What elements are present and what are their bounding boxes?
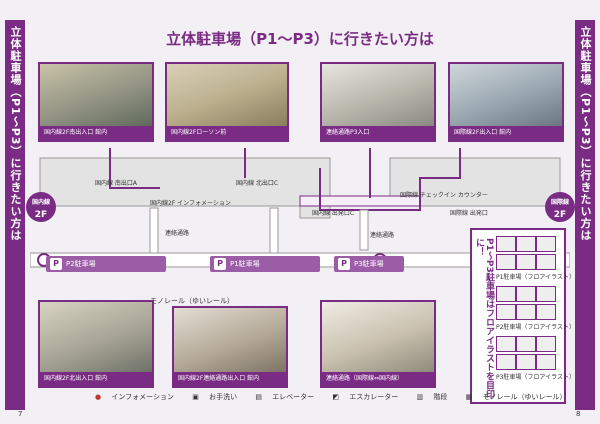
floor-badge-intl: 国際線 2F — [545, 192, 575, 222]
illustration-tile — [516, 254, 536, 270]
photo-caption: 国内線2F南出入口 館内 — [40, 126, 152, 140]
illustration-tile — [536, 254, 556, 270]
legend-info-label: インフォメーション — [111, 393, 174, 401]
illustration-tile — [496, 336, 516, 352]
photo-caption: 国内線2F北出入口 館内 — [40, 372, 152, 386]
floor-badge-domestic: 国内線 2F — [26, 192, 56, 222]
photo-domestic-south: 国内線2F南出入口 館内 — [38, 62, 154, 142]
label-domestic-south: 国内線 南出口A — [95, 180, 138, 187]
p1-illustration-grid — [496, 236, 556, 270]
photo-caption: 連絡通路P3入口 — [322, 126, 434, 140]
photo-caption: 連絡通路（国際線⇔国内線） — [322, 372, 434, 386]
monorail-icon: ▦ — [465, 393, 473, 401]
label-info: 国内線2F インフォメーション — [150, 200, 231, 207]
p3-illustration-grid — [496, 336, 556, 370]
floor-badge-line1: 国際線 — [550, 199, 569, 206]
label-domestic-exit: 国内線 出発口C — [312, 210, 355, 217]
floor-badge-line1: 国内線 — [31, 199, 50, 206]
p1-caption: P1駐車場（フロアイラスト） — [496, 274, 576, 281]
photo-domestic-lawson: 国内線2Fローソン前 — [165, 62, 289, 142]
label-road-2: 連絡通路 — [370, 232, 395, 239]
legend-stairs-label: 階段 — [433, 393, 448, 401]
left-side-banner: 立体駐車場（P1～P3）に行きたい方は — [5, 20, 25, 410]
photo-domestic-connector: 国内線2F連絡通路出入口 館内 — [172, 306, 288, 388]
photo-caption: 国内線2F連絡通路出入口 館内 — [174, 372, 286, 386]
legend-stairs: ▥ 階段 — [417, 393, 456, 401]
legend-toilet: ▣ お手洗い — [192, 393, 245, 401]
legend-info: ● インフォメーション — [95, 393, 182, 401]
left-side-text: 立体駐車場（P1～P3）に行きたい方は — [9, 26, 22, 242]
photo-caption: 国際線2F出入口 館内 — [450, 126, 562, 140]
photo-image — [322, 302, 434, 372]
illustration-tile — [536, 354, 556, 370]
elevator-icon: ▤ — [255, 393, 262, 401]
illustration-tile — [536, 236, 556, 252]
parking-p2: P P2駐車場 — [46, 256, 166, 272]
label-intl-checkin: 国際線 チェックイン カウンター — [400, 192, 488, 199]
parking-p3: P P3駐車場 — [334, 256, 404, 272]
label-road-1: 連絡通路 — [165, 230, 190, 237]
illustration-tile — [496, 286, 516, 302]
photo-image — [174, 308, 286, 372]
parking-icon: P — [214, 258, 226, 270]
parking-p3-label: P3駐車場 — [354, 260, 384, 268]
p2-illustration-grid — [496, 286, 556, 320]
page-number-left: 7 — [18, 410, 23, 418]
illustration-tile — [516, 336, 536, 352]
photo-connector-p3: 連絡通路P3入口 — [320, 62, 436, 142]
parking-p1-label: P1駐車場 — [230, 260, 260, 268]
illustration-tile — [516, 304, 536, 320]
legend-escalator: ◩ エスカレーター — [332, 393, 406, 401]
illustration-tile — [496, 254, 516, 270]
parking-icon: P — [338, 258, 350, 270]
illustration-tile — [516, 236, 536, 252]
right-side-text: 立体駐車場（P1～P3）に行きたい方は — [579, 26, 592, 242]
floor-illustration-box: P1～P3駐車場はフロアイラストを目印に！ P1駐車場（フロアイラスト） P2駐… — [470, 228, 576, 404]
parking-p1: P P1駐車場 — [210, 256, 320, 272]
page-title: 立体駐車場（P1～P3）に行きたい方は — [166, 30, 434, 48]
illustration-tile — [496, 304, 516, 320]
photo-image — [40, 64, 152, 126]
info-icon: ● — [95, 393, 102, 401]
escalator-icon: ◩ — [332, 393, 340, 401]
p3-caption: P3駐車場（フロアイラスト） — [496, 374, 576, 381]
label-domestic-north: 国内線 北出口C — [236, 180, 279, 187]
legend-toilet-label: お手洗い — [209, 393, 238, 401]
stairs-icon: ▥ — [416, 393, 424, 401]
monorail-label: モノレール（ゆいレール） — [150, 297, 234, 305]
legend-monorail: ▦ モノレール（ゆいレール） — [466, 393, 575, 401]
parking-icon: P — [50, 258, 62, 270]
photo-intl-exit: 国際線2F出入口 館内 — [448, 62, 564, 142]
p2-caption: P2駐車場（フロアイラスト） — [496, 324, 576, 331]
illustration-tile — [516, 286, 536, 302]
floor-badge-line2: 2F — [34, 210, 48, 220]
photo-image — [167, 64, 287, 126]
label-intl-exit: 国際線 出発口 — [450, 210, 488, 217]
photo-domestic-north: 国内線2F北出入口 館内 — [38, 300, 154, 388]
photo-image — [40, 302, 152, 372]
legend-elevator: ▤ エレベーター — [255, 393, 322, 401]
illustration-tile — [516, 354, 536, 370]
legend-escalator-label: エスカレーター — [349, 393, 399, 401]
photo-connector-walkway: 連絡通路（国際線⇔国内線） — [320, 300, 436, 388]
illustration-tile — [536, 336, 556, 352]
illustration-tile — [496, 354, 516, 370]
parking-p2-label: P2駐車場 — [66, 260, 96, 268]
toilet-icon: ▣ — [192, 393, 199, 401]
right-side-banner: 立体駐車場（P1～P3）に行きたい方は — [575, 20, 595, 410]
floor-illustration-note: P1～P3駐車場はフロアイラストを目印に！ — [474, 238, 494, 399]
photo-image — [322, 64, 434, 126]
floor-badge-line2: 2F — [553, 210, 567, 220]
legend-elevator-label: エレベーター — [272, 393, 315, 401]
page-number-right: 8 — [576, 410, 581, 418]
illustration-tile — [536, 286, 556, 302]
illustration-tile — [536, 304, 556, 320]
photo-caption: 国内線2Fローソン前 — [167, 126, 287, 140]
illustration-tile — [496, 236, 516, 252]
legend-monorail-label: モノレール（ゆいレール） — [482, 393, 567, 401]
photo-image — [450, 64, 562, 126]
map-legend: ● インフォメーション ▣ お手洗い ▤ エレベーター ◩ エスカレーター ▥ … — [95, 392, 582, 402]
